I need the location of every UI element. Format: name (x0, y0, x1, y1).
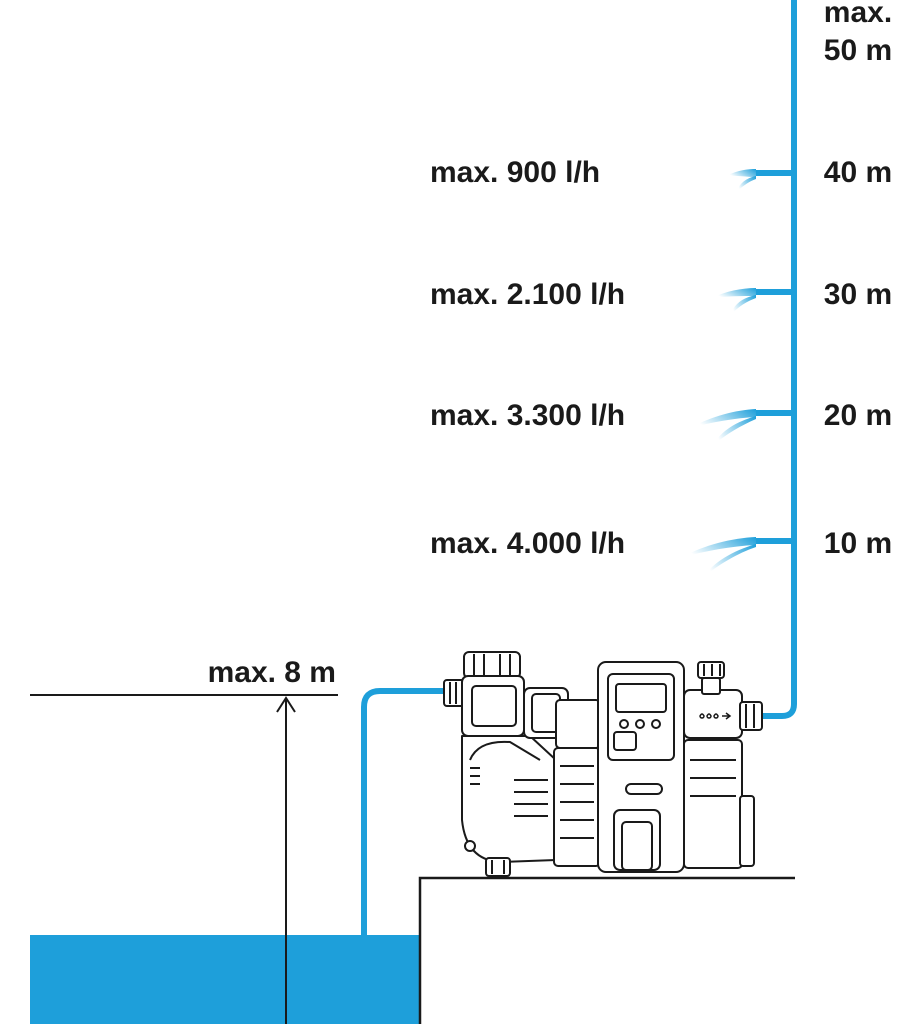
outlet-40m (726, 169, 794, 192)
height-label-max-line1: max. (824, 0, 892, 29)
control-button-1 (619, 719, 629, 729)
height-label-20: 20 m (824, 399, 892, 432)
water-spray-icon (712, 288, 756, 298)
height-label-40: 40 m (824, 156, 892, 189)
water-spray-icon (726, 169, 756, 177)
control-switch (613, 731, 637, 751)
outlet-10m (680, 537, 794, 578)
ground-ledge (418, 876, 795, 1024)
height-label-10: 10 m (824, 527, 892, 560)
brand-plate (625, 783, 663, 795)
flow-label-2100: max. 2.100 l/h (430, 278, 625, 311)
drain-plug (485, 857, 511, 877)
water-spray-icon (680, 537, 756, 558)
control-button-3 (651, 719, 661, 729)
outlet-fitting (739, 701, 763, 731)
pump-illustration (443, 651, 763, 877)
outlet-30m (712, 288, 794, 316)
flow-label-900: max. 900 l/h (430, 156, 600, 189)
pump-volute (461, 735, 557, 863)
height-label-30: 30 m (824, 278, 892, 311)
filter-cap (463, 651, 521, 679)
control-button-2 (635, 719, 645, 729)
water-spray-icon (702, 544, 756, 578)
pressure-pipe (762, 0, 797, 719)
water-reservoir (30, 935, 420, 1024)
height-label-max-line2: 50 m (824, 34, 892, 67)
water-spray-icon (690, 409, 756, 428)
display-screen (615, 683, 667, 713)
water-spray-icon (712, 416, 756, 446)
outlet-housing (683, 689, 743, 739)
arrow-head-icon (276, 696, 296, 713)
suction-height-label: max. 8 m (208, 656, 336, 689)
suction-hose (361, 688, 446, 938)
flow-label-3300: max. 3.300 l/h (430, 399, 625, 432)
water-spray-icon (736, 176, 756, 192)
outlet-20m (690, 409, 794, 446)
flow-label-4000: max. 4.000 l/h (430, 527, 625, 560)
water-spray-icon (730, 295, 756, 316)
water-drop-arrow-icon (699, 712, 732, 720)
